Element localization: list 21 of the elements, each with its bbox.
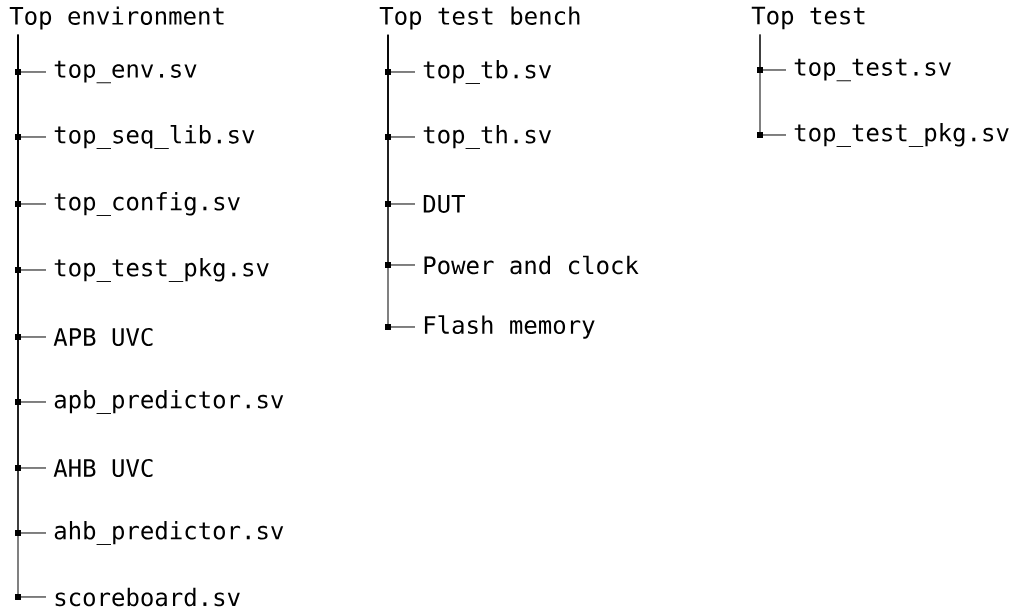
file-label: Flash memory <box>424 315 595 339</box>
folder-heading: Top environment <box>9 6 224 30</box>
tree-connector <box>385 34 416 330</box>
file-label: Power and clock <box>424 255 639 275</box>
file-label: scoreboard.sv <box>55 587 240 607</box>
file-label: APB UVC <box>53 327 153 347</box>
file-label: top_seq_lib.sv <box>54 124 255 149</box>
file-label: apb_predictor.sv <box>54 390 284 414</box>
file-label: AHB UVC <box>53 458 153 478</box>
file-label: top_th.sv <box>423 125 552 149</box>
file-label: top_config.sv <box>54 192 240 216</box>
folder-heading: Top test <box>751 6 865 30</box>
file-label: top_tb.sv <box>423 60 552 84</box>
tree-connector <box>757 33 787 138</box>
file-label: top_test_pkg.sv <box>794 123 1009 147</box>
file-label: top_test_pkg.sv <box>54 258 269 282</box>
folder-heading: Top test bench <box>379 6 580 30</box>
file-label: DUT <box>423 195 465 213</box>
file-label: top_env.sv <box>54 60 197 84</box>
file-label: top_test.sv <box>794 58 951 82</box>
file-label: ahb_predictor.sv <box>54 521 284 545</box>
